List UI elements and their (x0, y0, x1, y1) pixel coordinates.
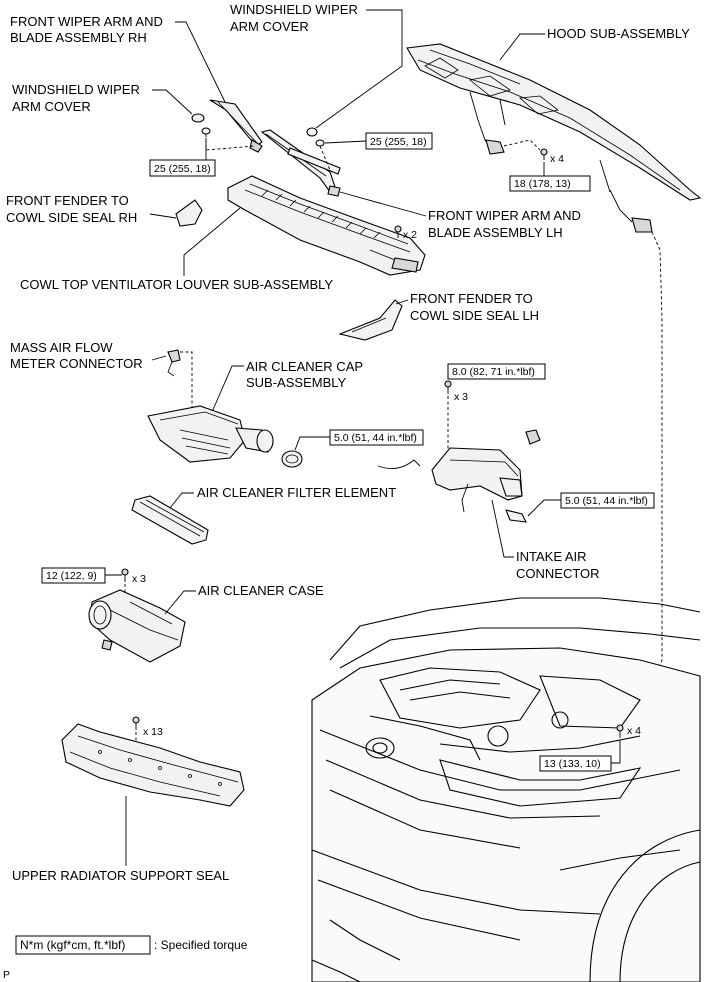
quantity-seal-clips: x 13 (143, 726, 163, 738)
mass-air-flow-connector (167, 349, 181, 377)
air-cleaner-case-label: AIR CLEANER CASE (198, 583, 324, 598)
torque-hood-hinge: 18 (178, 13) (514, 178, 571, 190)
bolt-icon (121, 568, 129, 582)
torque-hose-clamp-left: 5.0 (51, 44 in.*lbf) (334, 432, 417, 444)
corner-mark: P (3, 969, 10, 981)
cowl-top-louver (227, 175, 426, 276)
vehicle-front (311, 597, 701, 982)
torque-box-hose-clamp-left (329, 429, 424, 446)
torque-wiper-lh: 25 (255, 18) (370, 136, 427, 148)
intake-air-connector-label-line2: CONNECTOR (516, 566, 600, 581)
front-fender-seal-lh-label-line2: COWL SIDE SEAL LH (410, 308, 539, 323)
hood-sub-assembly (406, 43, 702, 233)
torque-box-hose-clamp-right (560, 492, 655, 509)
torque-box-air-cleaner-case-bolt (41, 567, 106, 584)
front-fender-seal-rh (175, 199, 203, 227)
clip-icon (394, 225, 402, 238)
torque-air-cleaner-case-bolt: 12 (122, 9) (46, 570, 97, 582)
front-fender-seal-rh-label-line1: FRONT FENDER TO (6, 193, 129, 208)
torque-hose-clamp-right: 5.0 (51, 44 in.*lbf) (565, 495, 648, 507)
quantity-hood-lower-bolts: x 4 (627, 725, 641, 737)
upper-radiator-support-seal (61, 723, 245, 807)
air-cleaner-filter-label: AIR CLEANER FILTER ELEMENT (197, 485, 396, 500)
wiper-lh-nut (315, 139, 325, 147)
air-cleaner-cap (147, 405, 274, 463)
front-wiper-arm-lh-label-line1: FRONT WIPER ARM AND (428, 208, 581, 223)
mass-air-flow-label-line2: METER CONNECTOR (10, 356, 143, 371)
air-cleaner-cap-label-line2: SUB-ASSEMBLY (246, 375, 347, 390)
torque-hood-lower: 13 (133, 10) (544, 758, 601, 770)
legend-unit-box (15, 935, 151, 955)
hose-fitting (525, 429, 541, 445)
wiper-cover-left (191, 113, 205, 123)
air-cleaner-case (88, 589, 186, 663)
front-fender-seal-lh-label-line1: FRONT FENDER TO (410, 291, 533, 306)
bolt-icon (540, 148, 548, 160)
wiper-rh-nut (201, 127, 211, 135)
torque-box-wiper-rh (149, 159, 216, 177)
front-wiper-arm-rh-label-line1: FRONT WIPER ARM AND (10, 14, 163, 29)
wiper-cover-left-label-line1: WINDSHIELD WIPER (12, 82, 140, 97)
front-fender-seal-rh-label-line2: COWL SIDE SEAL RH (6, 210, 137, 225)
torque-box-hood-lower (539, 755, 612, 772)
upper-radiator-seal-label: UPPER RADIATOR SUPPORT SEAL (12, 868, 229, 883)
hose-clamp-icon (281, 450, 303, 468)
bolt-icon (444, 380, 452, 394)
intake-air-connector-label-line1: INTAKE AIR (516, 549, 587, 564)
intake-air-connector (431, 447, 523, 513)
torque-box-hood-hinge (509, 175, 591, 192)
wiper-cover-left-label-line2: ARM COVER (12, 99, 91, 114)
quantity-louver-clips: x 2 (403, 229, 417, 241)
quantity-case-bolts: x 3 (132, 573, 146, 585)
bolt-icon (132, 716, 140, 730)
torque-wiper-rh: 25 (255, 18) (154, 163, 211, 175)
mass-air-flow-label-line1: MASS AIR FLOW (10, 340, 113, 355)
air-cleaner-cap-label-line1: AIR CLEANER CAP (246, 359, 363, 374)
hose-clamp-icon (505, 509, 527, 523)
front-wiper-arm-lh-label-line2: BLADE ASSEMBLY LH (428, 225, 563, 240)
torque-legend: N*m (kgf*cm, ft.*lbf) : Specified torque (15, 935, 248, 955)
wiper-cover-top-label-line1: WINDSHIELD WIPER (230, 2, 358, 17)
torque-box-air-cleaner-cap-bolt (447, 363, 546, 380)
front-wiper-arm-rh (209, 99, 263, 153)
bolt-icon (616, 724, 624, 738)
front-wiper-arm-rh-label-line2: BLADE ASSEMBLY RH (10, 30, 147, 45)
quantity-cap-bolts: x 3 (454, 391, 468, 403)
wiper-cover-top (306, 127, 318, 137)
wiper-cover-top-label-line2: ARM COVER (230, 19, 309, 34)
legend-description: : Specified torque (154, 938, 248, 952)
torque-air-cleaner-cap-bolt: 8.0 (82, 71 in.*lbf) (452, 366, 535, 378)
front-wiper-arm-lh (260, 129, 341, 197)
front-fender-seal-lh (338, 299, 403, 341)
legend-unit: N*m (kgf*cm, ft.*lbf) (20, 938, 125, 952)
hood-label: HOOD SUB-ASSEMBLY (547, 26, 690, 41)
cowl-top-louver-label: COWL TOP VENTILATOR LOUVER SUB-ASSEMBLY (20, 277, 333, 292)
quantity-hood-bolts: x 4 (550, 153, 564, 165)
air-cleaner-filter-element (131, 495, 209, 545)
